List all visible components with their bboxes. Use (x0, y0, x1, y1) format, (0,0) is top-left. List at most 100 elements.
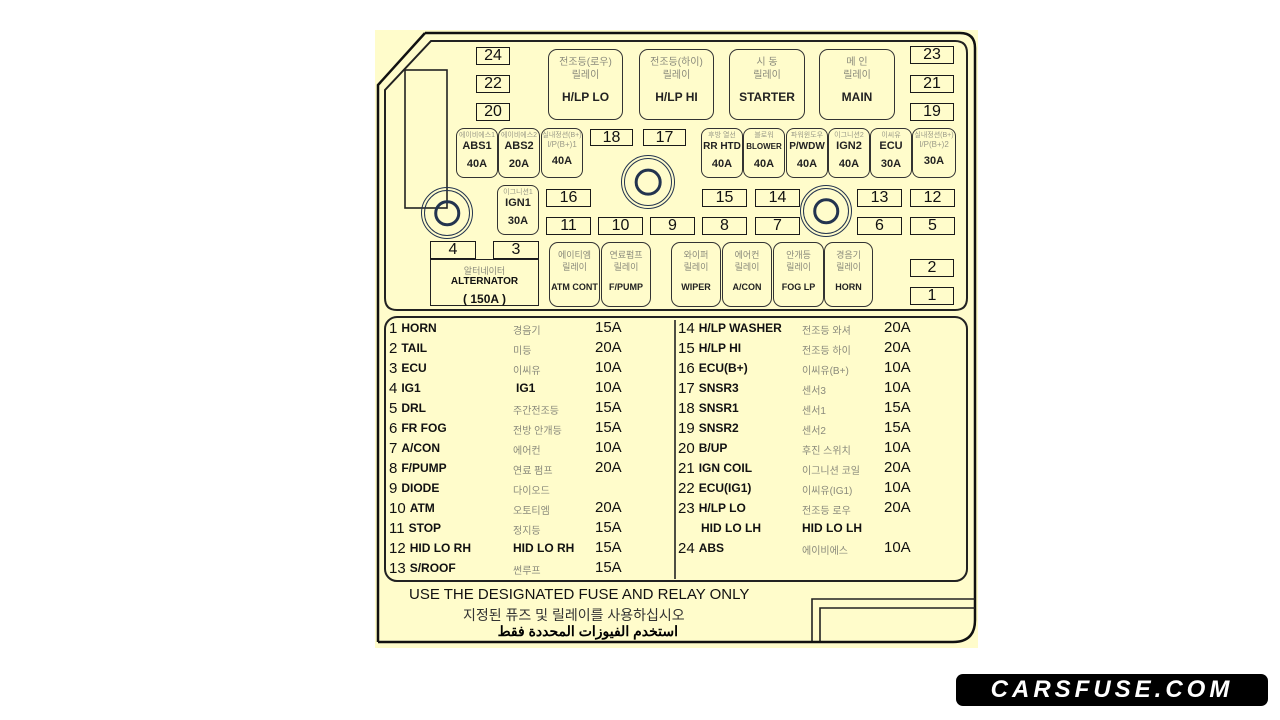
notice-english: USE THE DESIGNATED FUSE AND RELAY ONLY (409, 586, 750, 603)
fuse-korean-label: 후방 열선 (708, 132, 736, 139)
legend-amperage: 10A (884, 439, 911, 456)
fuse-19: 19 (910, 103, 954, 121)
terminal-bolt-left (421, 187, 473, 239)
legend-korean: HID LO LH (802, 521, 862, 535)
legend-korean: 전조등 하이 (802, 346, 851, 357)
fuse-korean-label: 이그니션1 (503, 189, 533, 196)
relay-label: ATM CONT (551, 282, 598, 292)
relay-korean-label: 릴레이 (571, 70, 600, 81)
relay-korean-label: 릴레이 (613, 262, 639, 272)
fuse-rating: 40A (753, 158, 775, 170)
alternator-rating: ( 150A ) (463, 292, 506, 306)
relay-label: MAIN (841, 90, 873, 104)
relay-hlp-lo: 전조등(로우) 릴레이 H/LP LO (548, 49, 623, 120)
legend-amperage: 10A (595, 359, 622, 376)
fuse-korean-label: 실내정션(B+) (542, 132, 582, 139)
fuse-korean-label: 파워윈도우 (790, 132, 824, 139)
legend-korean: 이씨유(IG1) (802, 486, 853, 497)
fuse-label: ABS2 (504, 140, 534, 152)
fuse-korean-label: 이그니션2 (834, 132, 864, 139)
legend-amperage: 10A (884, 539, 911, 556)
fuse-1: 1 (910, 287, 954, 305)
legend-korean: 이그니션 코일 (802, 466, 860, 477)
notice-korean: 지정된 퓨즈 및 릴레이를 사용하십시오 (463, 607, 685, 623)
legend-korean: IG1 (516, 381, 536, 395)
fuse-label: P/WDW (789, 141, 825, 152)
legend-korean: 전조등 로우 (802, 506, 851, 517)
legend-amperage: 15A (884, 399, 911, 416)
fuse-korean-label: 이씨유 (881, 132, 901, 139)
relay-korean-label: 경음기 (836, 250, 861, 260)
fuse-label: IGN2 (836, 140, 862, 152)
fuse-label: RR HTD (703, 141, 741, 152)
relay-korean-label: 릴레이 (836, 262, 861, 272)
legend-amperage: 20A (884, 499, 911, 516)
legend-korean: 에이비에스 (802, 546, 848, 557)
relay-starter: 시 동 릴레이 STARTER (729, 49, 805, 120)
mini-fuse-ip-b1: 실내정션(B+) I/P(B+)1 40A (541, 128, 583, 178)
fuse-23: 23 (910, 46, 954, 64)
fuse-box-diagram: 24 22 20 23 21 19 전조등(로우) 릴레이 H/LP LO 전조… (375, 30, 978, 648)
relay-korean-label: 시 동 (756, 57, 778, 68)
terminal-bolt-center (621, 155, 675, 209)
mini-fuse-ign2: 이그니션2 IGN2 40A (828, 128, 870, 178)
mini-fuse-abs2: 에이비에스2 ABS2 20A (498, 128, 540, 178)
fuse-12: 12 (910, 189, 955, 207)
legend-amperage: 20A (884, 319, 911, 336)
mini-fuse-ecu: 이씨유 ECU 30A (870, 128, 912, 178)
fuse-20: 20 (476, 103, 510, 121)
fuse-rating: 40A (838, 158, 860, 170)
fuse-7: 7 (755, 217, 800, 235)
fuse-16: 16 (546, 189, 591, 207)
relay-label: H/LP HI (655, 90, 698, 104)
legend-korean: 이씨유(B+) (802, 366, 849, 377)
relay-hlp-hi: 전조등(하이) 릴레이 H/LP HI (639, 49, 714, 120)
legend-amperage: 20A (595, 339, 622, 356)
relay-f-pump: 연료펌프 릴레이 F/PUMP (601, 242, 651, 307)
fuse-18: 18 (590, 129, 633, 146)
fuse-label: I/P(B+)2 (919, 140, 949, 149)
legend-amperage: 10A (884, 479, 911, 496)
legend-amperage: 20A (595, 499, 622, 516)
alternator-label: ALTERNATOR (450, 276, 519, 287)
legend-amperage: 15A (595, 319, 622, 336)
legend-amperage: 20A (884, 459, 911, 476)
relay-korean-label: 와이퍼 (683, 250, 709, 260)
relay-label: WIPER (681, 282, 711, 292)
relay-wiper: 와이퍼 릴레이 WIPER (671, 242, 721, 307)
fuse-label: ABS1 (462, 140, 492, 152)
relay-korean-label: 릴레이 (562, 262, 587, 272)
fuse-korean-label: 실내정션(B+) (914, 132, 954, 139)
legend-korean: 전조등 와셔 (802, 326, 851, 337)
fuse-rating: 20A (508, 158, 530, 170)
relay-label: F/PUMP (608, 282, 643, 292)
legend-korean: 오토티엠 (513, 506, 550, 517)
fuse-9: 9 (650, 217, 695, 235)
relay-korean-label: 에어컨 (734, 250, 760, 260)
fuse-korean-label: 에이비에스1 (458, 132, 496, 139)
relay-korean-label: 릴레이 (683, 262, 709, 272)
relay-atm-cont: 에이티엠 릴레이 ATM CONT (549, 242, 600, 307)
relay-a-con: 에어컨 릴레이 A/CON (722, 242, 772, 307)
legend-amperage: 10A (595, 439, 622, 456)
alternator-fuse: 알터네이터 ALTERNATOR ( 150A ) (430, 259, 539, 306)
legend-korean: 센서2 (802, 426, 826, 437)
legend-korean: 연료 펌프 (513, 466, 553, 477)
